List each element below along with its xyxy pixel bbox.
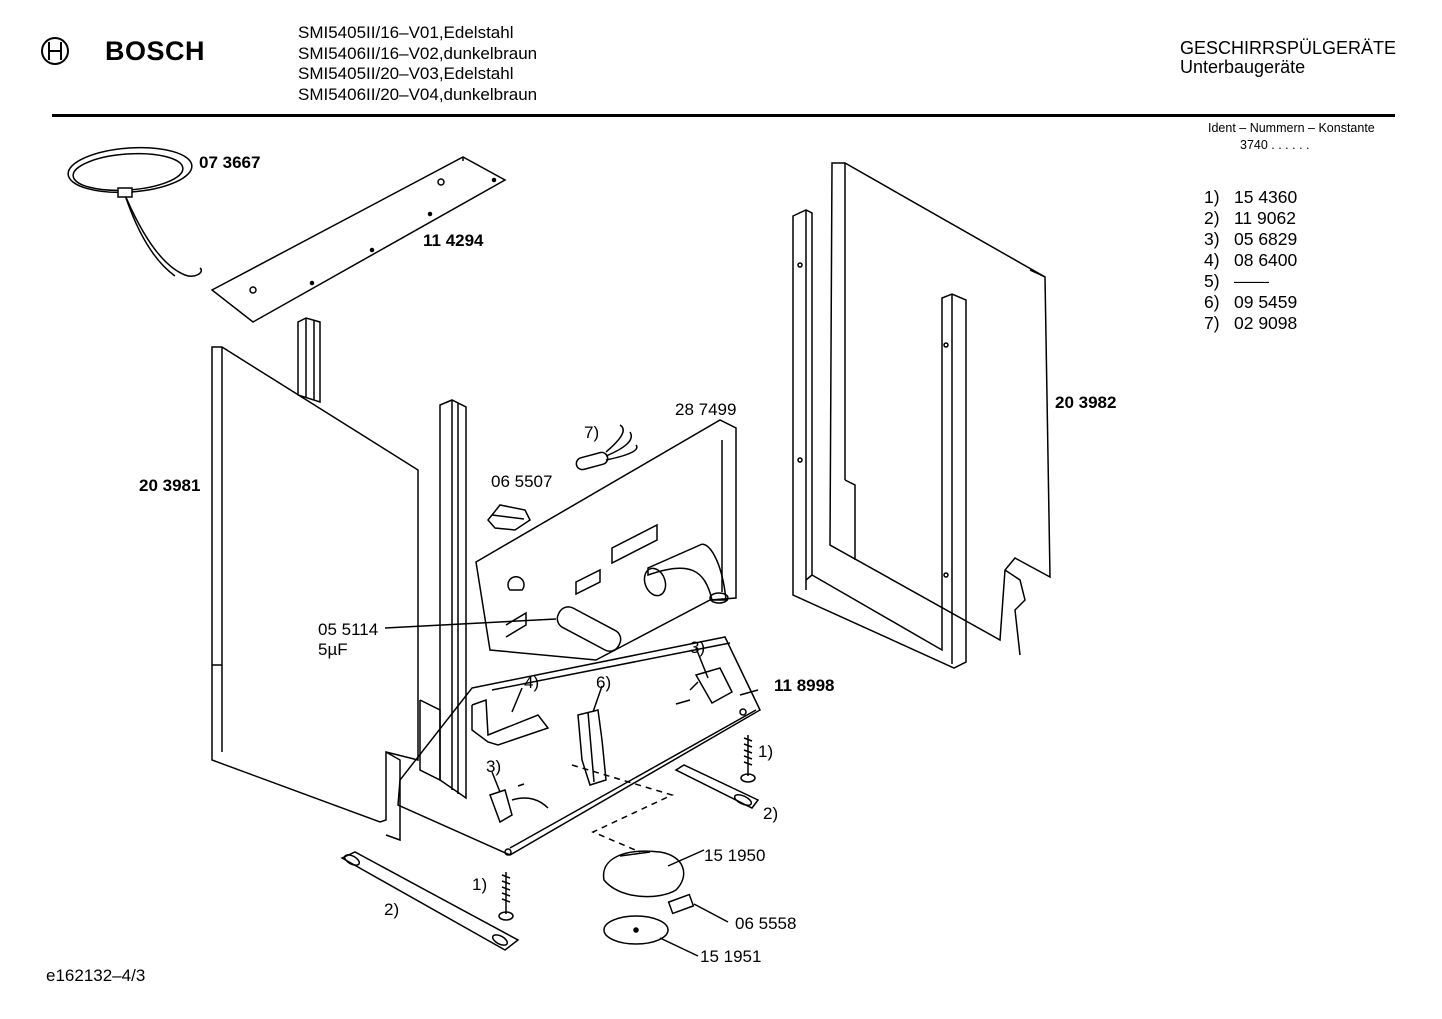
ref-label-1: 1) [758, 742, 774, 761]
part-4-bracket-drawing [471, 698, 550, 746]
part-label-pump: 15 1950 [704, 846, 766, 865]
foot-bar-left-drawing [340, 851, 520, 951]
model-list: SMI5405II/16–V01,Edelstahl SMI5406II/16–… [298, 23, 537, 105]
constant-number: 15 4360 [1234, 187, 1298, 207]
part-label-connector: 06 5558 [735, 914, 797, 933]
list-item: 7) 02 9098 [1204, 313, 1297, 334]
constant-index: 4) [1204, 250, 1220, 270]
category-subtitle: Unterbaugeräte [1180, 57, 1306, 77]
back-panel-drawing [475, 419, 737, 661]
part-label-capacitor: 05 5114 [318, 620, 379, 639]
constant-index: 6) [1204, 292, 1220, 312]
constant-index: 7) [1204, 313, 1220, 333]
left-rail-drawing [297, 317, 321, 404]
ident-value: 3740 . . . . . . [1240, 138, 1310, 152]
left-upright-drawing [419, 399, 467, 800]
part-label-cable: 07 3667 [199, 153, 261, 172]
base-frame-drawing [397, 636, 761, 856]
leader-line [491, 771, 501, 793]
constant-number: —— [1234, 271, 1269, 291]
top-plate-drawing [210, 156, 507, 323]
category-block: GESCHIRRSPÜLGERÄTE Unterbaugeräte [1180, 39, 1396, 77]
constant-number: 05 6829 [1234, 229, 1298, 249]
list-item: 4) 08 6400 [1204, 250, 1297, 271]
ref-label-4: 4) [524, 673, 540, 692]
ref-label-2: 2) [384, 900, 400, 919]
part-6-bracket-drawing [577, 709, 607, 786]
part-label-left-panel: 20 3981 [139, 476, 201, 495]
disc-drawing [603, 915, 699, 957]
footer-code: e162132–4/3 [46, 966, 146, 985]
ref-label-1: 1) [472, 875, 488, 894]
part-label-disc: 15 1951 [700, 947, 762, 966]
constant-index: 1) [1204, 187, 1220, 207]
power-cable-drawing [67, 146, 202, 277]
category-title: GESCHIRRSPÜLGERÄTE [1180, 38, 1397, 58]
ident-label: Ident – Nummern – Konstante [1208, 121, 1375, 135]
ref-label-7: 7) [584, 423, 600, 442]
part-label-back-panel: 28 7499 [675, 400, 737, 419]
leader-line [592, 685, 603, 713]
brand-name: BOSCH [105, 36, 206, 66]
list-item: 6) 09 5459 [1204, 292, 1297, 313]
part-label-base-frame: 11 8998 [774, 676, 835, 695]
constant-index: 5) [1204, 271, 1220, 291]
model-line: SMI5406II/16–V02,dunkelbraun [298, 43, 538, 63]
header-divider [52, 114, 1395, 117]
constant-number: 11 9062 [1234, 208, 1296, 228]
model-line: SMI5405II/16–V01,Edelstahl [298, 23, 514, 42]
part-label-right-panel: 20 3982 [1055, 393, 1117, 412]
screw-foot-drawing [498, 872, 514, 921]
list-item: 1) 15 4360 [1204, 187, 1297, 208]
part-7-drawing [575, 424, 638, 471]
part-label-top-plate: 11 4294 [423, 231, 484, 250]
leader-line [695, 647, 709, 679]
constant-index: 2) [1204, 208, 1220, 228]
capacitor-drawing [384, 606, 622, 652]
constant-number: 02 9098 [1234, 313, 1298, 333]
left-side-panel-drawing [211, 346, 419, 842]
ref-label-2: 2) [763, 804, 779, 823]
model-line: SMI5405II/20–V03,Edelstahl [298, 64, 514, 83]
leader-line [511, 687, 523, 713]
hose-elbow-drawing [643, 543, 729, 604]
part-3-hinge-right-drawing [675, 667, 733, 705]
right-frame-drawing [792, 209, 967, 669]
constant-number: 09 5459 [1234, 292, 1298, 312]
foot-bar-right-drawing [674, 764, 760, 809]
list-item: 2) 11 9062 [1204, 208, 1297, 229]
constant-number: 08 6400 [1234, 250, 1298, 270]
part-label-capacitor-value: 5µF [318, 640, 348, 659]
pump-drawing [602, 849, 705, 898]
connector-drawing [667, 893, 729, 923]
clip-drawing [487, 504, 531, 531]
list-item: 3) 05 6829 [1204, 229, 1297, 250]
ref-label-6: 6) [596, 673, 612, 692]
right-side-panel-drawing [829, 162, 1051, 656]
constants-list: 1)15 4360 2)11 9062 3)05 6829 4)08 6400 … [1204, 187, 1297, 334]
list-item: 5) —— [1204, 271, 1297, 292]
constant-index: 3) [1204, 229, 1220, 249]
assembly-dashed-lines [571, 764, 675, 853]
ref-label-3: 3) [690, 638, 706, 657]
leader-line [739, 689, 759, 696]
screw-foot-drawing [740, 735, 756, 783]
model-line: SMI5406II/20–V04,dunkelbraun [298, 84, 538, 104]
ref-label-3: 3) [486, 757, 502, 776]
part-label-clip: 06 5507 [491, 472, 553, 491]
bosch-logo-icon [41, 37, 69, 65]
